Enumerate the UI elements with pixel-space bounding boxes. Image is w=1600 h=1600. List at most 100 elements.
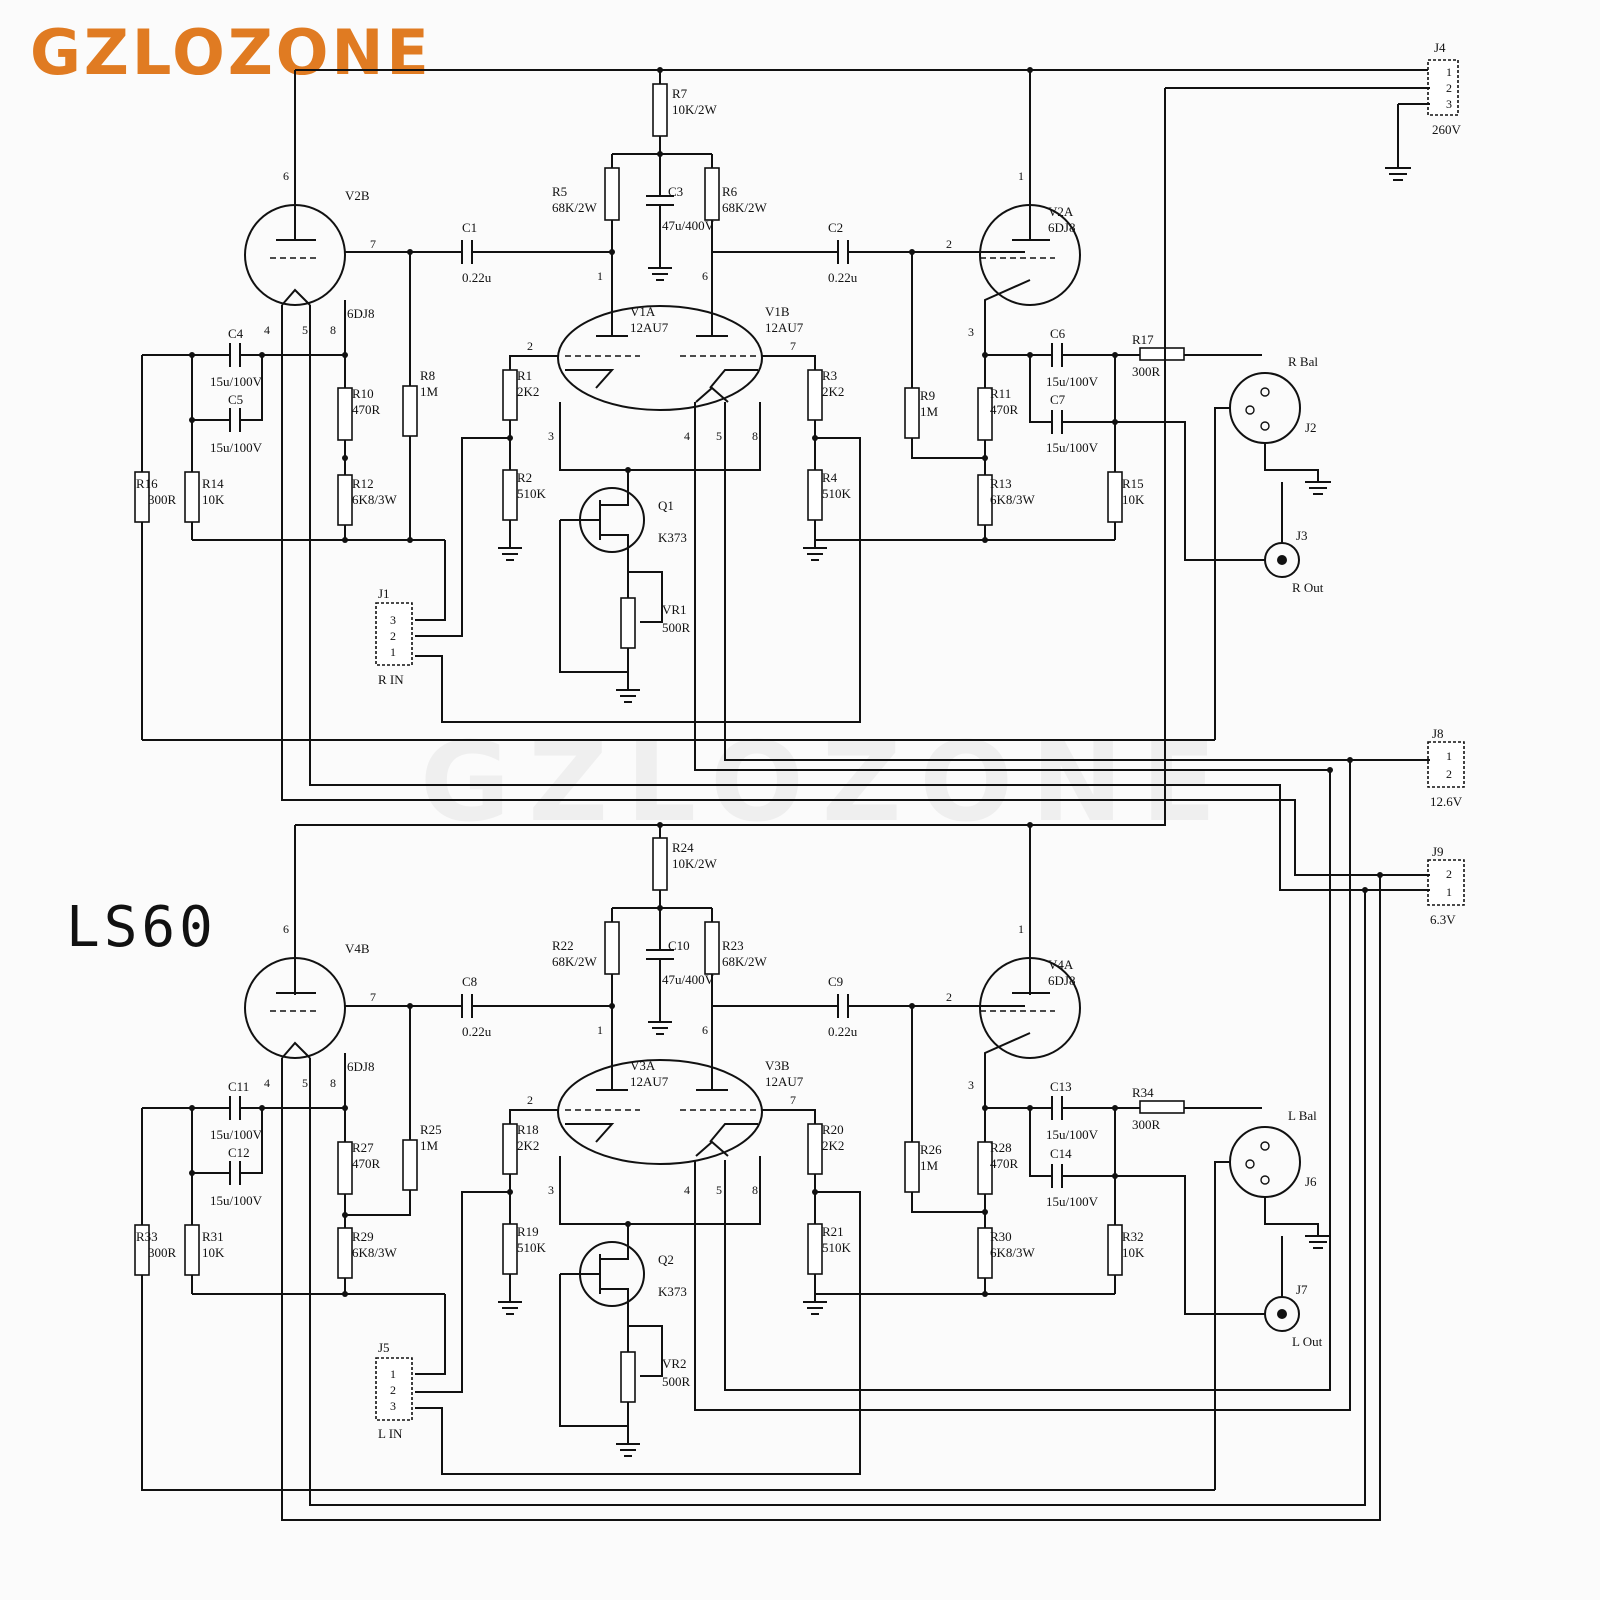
resistor-r6 <box>704 167 720 221</box>
c10-value: 47u/400V <box>662 972 715 987</box>
c7-value: 15u/100V <box>1046 440 1099 455</box>
r1-name: R1 <box>517 368 532 383</box>
j1-name: J1 <box>378 586 390 601</box>
j9-pin2: 2 <box>1446 867 1452 881</box>
v3a-pin3: 3 <box>548 1183 554 1197</box>
j1-pin-a: 3 <box>390 613 396 627</box>
r15-value: 10K <box>1122 492 1145 507</box>
j9-pin1: 1 <box>1446 885 1452 899</box>
r17-name: R17 <box>1132 332 1154 347</box>
j4-name: J4 <box>1434 40 1446 55</box>
resistor-r23 <box>704 921 720 975</box>
v3b-pin7: 7 <box>790 1093 796 1107</box>
r7-name: R7 <box>672 86 688 101</box>
r3-value: 2K2 <box>822 384 844 399</box>
r24-name: R24 <box>672 840 694 855</box>
resistor-r31 <box>184 1224 200 1276</box>
c5-value: 15u/100V <box>210 440 263 455</box>
v2a-type: 6DJ8 <box>1048 220 1075 235</box>
v3a-type: 12AU7 <box>630 1074 669 1089</box>
v3b-type: 12AU7 <box>765 1074 804 1089</box>
resistor-r13 <box>977 474 993 526</box>
tube-v3a-v3b <box>557 1059 763 1165</box>
v2b-pin5: 5 <box>302 323 308 337</box>
xlr-j2[interactable] <box>1229 372 1301 444</box>
resistor-r22 <box>604 921 620 975</box>
v3a-pin2: 2 <box>527 1093 533 1107</box>
r32-value: 10K <box>1122 1245 1145 1260</box>
tube-v4b <box>244 957 346 1059</box>
v3a-pin1: 1 <box>597 1023 603 1037</box>
r23-value: 68K/2W <box>722 954 768 969</box>
c1-name: C1 <box>462 220 477 235</box>
r18-value: 2K2 <box>517 1138 539 1153</box>
connector-j4[interactable] <box>1427 59 1459 116</box>
connector-j5[interactable] <box>375 1357 413 1421</box>
r27-value: 470R <box>352 1156 381 1171</box>
v2b-type: 6DJ8 <box>347 306 374 321</box>
vr1-name: VR1 <box>662 602 687 617</box>
vr2-name: VR2 <box>662 1356 687 1371</box>
pot-vr1 <box>620 597 636 649</box>
j7-label: L Out <box>1292 1334 1323 1349</box>
connector-j9[interactable] <box>1427 859 1465 906</box>
tube-v1a-v1b <box>557 305 763 411</box>
v2b-pin8: 8 <box>330 323 336 337</box>
v2b-pin7: 7 <box>370 237 376 251</box>
r25-value: 1M <box>420 1138 439 1153</box>
connector-j8[interactable] <box>1427 741 1465 788</box>
v4a-name: V4A <box>1048 957 1074 972</box>
v4b-name: V4B <box>345 941 370 956</box>
r14-name: R14 <box>202 476 224 491</box>
r16-value: 300R <box>148 492 177 507</box>
resistor-r4 <box>807 469 823 521</box>
v4b-pin4: 4 <box>264 1076 270 1090</box>
r8-name: R8 <box>420 368 435 383</box>
v1a-type: 12AU7 <box>630 320 669 335</box>
resistor-r24 <box>652 837 668 891</box>
v1b-pin7: 7 <box>790 339 796 353</box>
r34-name: R34 <box>1132 1085 1154 1100</box>
j5-name: J5 <box>378 1340 390 1355</box>
r6-value: 68K/2W <box>722 200 768 215</box>
r22-name: R22 <box>552 938 574 953</box>
resistor-r19 <box>502 1223 518 1275</box>
channel-l: R24 10K/2W R22 68K/2W R23 68K/2W C10 47u… <box>134 822 1331 1491</box>
r33-name: R33 <box>136 1229 158 1244</box>
c14-name: C14 <box>1050 1146 1072 1161</box>
resistor-r30 <box>977 1227 993 1279</box>
r2-name: R2 <box>517 470 532 485</box>
resistor-r2 <box>502 469 518 521</box>
resistor-r29 <box>337 1227 353 1279</box>
j4-voltage: 260V <box>1432 122 1462 137</box>
v1b-pin5: 5 <box>716 429 722 443</box>
connector-j1[interactable] <box>375 602 413 666</box>
q1-name: Q1 <box>658 498 674 513</box>
tube-v2a <box>979 204 1081 306</box>
r21-name: R21 <box>822 1224 844 1239</box>
brand-logo: GZLOZONE <box>30 16 432 89</box>
c3-name: C3 <box>668 184 683 199</box>
resistor-r26 <box>904 1141 920 1193</box>
r29-value: 6K8/3W <box>352 1245 398 1260</box>
model-name: LS60 <box>66 895 217 960</box>
c9-value: 0.22u <box>828 1024 858 1039</box>
j2-label: R Bal <box>1288 354 1318 369</box>
c4-value: 15u/100V <box>210 374 263 389</box>
r10-value: 470R <box>352 402 381 417</box>
r19-value: 510K <box>517 1240 547 1255</box>
c2-name: C2 <box>828 220 843 235</box>
v4b-pin6: 6 <box>283 922 289 936</box>
pot-vr2 <box>620 1351 636 1403</box>
xlr-j6[interactable] <box>1229 1126 1301 1198</box>
resistor-r15 <box>1107 471 1123 523</box>
r32-name: R32 <box>1122 1229 1144 1244</box>
r31-value: 10K <box>202 1245 225 1260</box>
q1-type: K373 <box>658 530 687 545</box>
v2a-name: V2A <box>1048 204 1074 219</box>
j5-pin-b: 2 <box>390 1383 396 1397</box>
tube-v2b <box>244 204 346 306</box>
v1b-type: 12AU7 <box>765 320 804 335</box>
resistor-r5 <box>604 167 620 221</box>
r12-name: R12 <box>352 476 374 491</box>
